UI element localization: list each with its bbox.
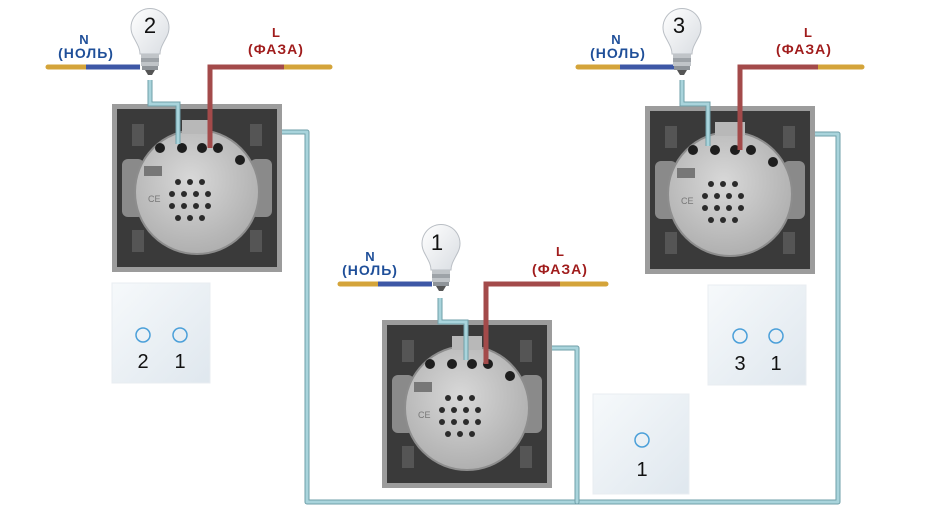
touch-panel-center: 1	[592, 393, 690, 495]
neutral-label-sub: (НОЛЬ)	[590, 45, 646, 61]
phase-label: L	[804, 25, 812, 40]
lamp-number: 3	[673, 13, 685, 38]
touch-button-icon	[634, 432, 650, 448]
lamp-number: 1	[431, 230, 443, 255]
touch-button-label: 3	[734, 353, 745, 375]
lamp-number: 2	[144, 13, 156, 38]
neutral-label: N	[365, 249, 374, 264]
phase-label-sub: (ФАЗА)	[776, 41, 832, 57]
neutral-label: N	[611, 32, 620, 47]
touch-button-icon	[732, 328, 748, 344]
touch-button-label: 1	[174, 351, 185, 373]
phase-label: L	[272, 25, 280, 40]
phase-label-sub: (ФАЗА)	[248, 41, 304, 57]
left-switch-group: 2 N (НОЛЬ) L (ФАЗА)	[45, 8, 333, 273]
touch-button-label: 1	[636, 459, 647, 481]
touch-button-icon	[135, 327, 151, 343]
phase-label: L	[556, 244, 564, 259]
touch-button-label: 1	[770, 353, 781, 375]
phase-label-sub: (ФАЗА)	[532, 261, 588, 277]
right-switch-group: 3 N (НОЛЬ) L (ФАЗА)	[575, 8, 865, 275]
neutral-label-sub: (НОЛЬ)	[58, 45, 114, 61]
touch-button-icon	[768, 328, 784, 344]
center-switch-group: 1 N (НОЛЬ) L (ФАЗА)	[337, 224, 609, 489]
touch-button-icon	[172, 327, 188, 343]
touch-button-label: 2	[137, 351, 148, 373]
switch-mechanism-icon	[111, 103, 283, 273]
touch-panel-right: 3 1	[707, 284, 807, 386]
neutral-label: N	[79, 32, 88, 47]
touch-panel-left: 2 1	[111, 282, 211, 384]
switch-mechanism-icon	[644, 105, 816, 275]
neutral-label-sub: (НОЛЬ)	[342, 262, 398, 278]
